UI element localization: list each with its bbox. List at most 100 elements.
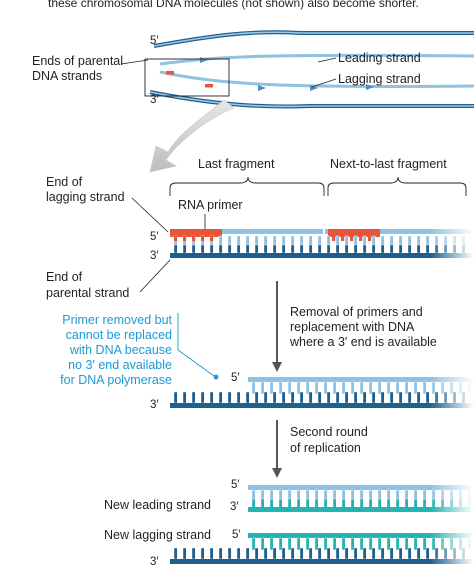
base-pair	[416, 391, 421, 404]
base-pair	[227, 244, 232, 254]
new-leading-backbone	[248, 507, 474, 512]
base-pair	[332, 498, 337, 509]
base-pair	[200, 391, 205, 404]
base-pair	[290, 391, 295, 404]
strand-fade	[430, 530, 474, 564]
base-pair	[218, 244, 223, 254]
base-pair	[335, 547, 340, 560]
base-pair	[209, 244, 214, 254]
base-pair	[281, 244, 286, 254]
base-pair	[182, 391, 187, 404]
base-pair	[182, 244, 187, 254]
base-pair	[416, 244, 421, 254]
base-pair	[251, 537, 256, 551]
after-removal-five-prime: 5′	[231, 372, 240, 384]
base-pair	[359, 498, 364, 509]
primer-base	[174, 236, 178, 241]
primer-note-bracket	[177, 313, 215, 377]
rna-primer-label: RNA primer	[178, 198, 243, 212]
base-pair	[323, 537, 328, 551]
base-pair	[386, 537, 391, 551]
base-pair	[245, 244, 250, 254]
base-pair	[398, 547, 403, 560]
base-pair	[395, 498, 400, 509]
base-pair	[218, 235, 223, 247]
end-lagging-label-1: End of	[46, 175, 83, 189]
base-pair	[272, 391, 277, 404]
primer-base	[341, 236, 345, 241]
base-pair	[350, 381, 355, 395]
base-pair	[371, 244, 376, 254]
primer-note-dot	[213, 374, 219, 380]
base-pair	[398, 391, 403, 404]
base-pair	[299, 547, 304, 560]
base-pair	[296, 498, 301, 509]
base-pair	[296, 381, 301, 395]
base-pair	[380, 547, 385, 560]
leading-pointer	[317, 57, 337, 63]
base-pair	[380, 391, 385, 404]
base-pair	[272, 547, 277, 560]
base-pair	[290, 547, 295, 560]
dna-duplex-new-lagging	[170, 530, 474, 564]
base-pair	[173, 244, 178, 254]
base-pair	[404, 498, 409, 509]
ends-highlight-box	[144, 58, 230, 97]
next-fragment-brace	[327, 176, 467, 196]
base-pair	[404, 381, 409, 395]
primer-base	[332, 236, 336, 241]
base-pair	[341, 498, 346, 509]
base-pair	[278, 537, 283, 551]
step1-line3: where a 3′ end is available	[290, 335, 437, 349]
new-lagging-backbone	[248, 533, 474, 538]
base-pair	[269, 537, 274, 551]
base-pair	[263, 235, 268, 247]
base-pair	[368, 537, 373, 551]
base-pair	[344, 244, 349, 254]
base-pair	[377, 537, 382, 551]
base-pair	[326, 235, 331, 247]
base-pair	[281, 547, 286, 560]
base-pair	[368, 381, 373, 395]
base-pair	[254, 244, 259, 254]
base-pair	[308, 235, 313, 247]
base-pair	[422, 381, 427, 395]
step2-line2: of replication	[290, 441, 361, 455]
lagging-backbone	[248, 377, 474, 382]
base-pair	[236, 547, 241, 560]
lagging-backbone	[170, 229, 474, 234]
strand-fade	[430, 226, 474, 258]
step-arrow-1	[272, 281, 282, 372]
base-pair	[317, 235, 322, 247]
base-pair	[332, 381, 337, 395]
primer-note-line3: with DNA because	[69, 343, 172, 357]
base-pair	[308, 244, 313, 254]
base-pair	[359, 537, 364, 551]
base-pair	[332, 537, 337, 551]
base-pair	[305, 498, 310, 509]
base-pair	[377, 381, 382, 395]
base-pair	[368, 498, 373, 509]
base-pair	[326, 244, 331, 254]
base-pair	[407, 244, 412, 254]
after-removal-three-prime: 3′	[150, 399, 159, 411]
mid-five-prime-label: 5′	[150, 231, 159, 243]
top-three-prime-label: 3′	[150, 94, 159, 106]
base-pair	[281, 235, 286, 247]
base-pair	[272, 244, 277, 254]
base-pair	[425, 235, 430, 247]
base-pair	[308, 391, 313, 404]
primer-base	[359, 236, 363, 241]
base-pair	[191, 391, 196, 404]
base-pair	[317, 244, 322, 254]
end-parental-label-2: parental strand	[46, 286, 130, 300]
bottom-five-prime-a: 5′	[231, 479, 240, 491]
replication-fork	[149, 30, 474, 109]
top-five-prime-label: 5′	[150, 35, 159, 47]
base-pair	[254, 235, 259, 247]
end-lagging-label-2: lagging strand	[46, 190, 125, 204]
mid-three-prime-label: 3′	[150, 250, 159, 262]
parental-backbone	[170, 403, 474, 408]
primer-base	[350, 236, 354, 241]
